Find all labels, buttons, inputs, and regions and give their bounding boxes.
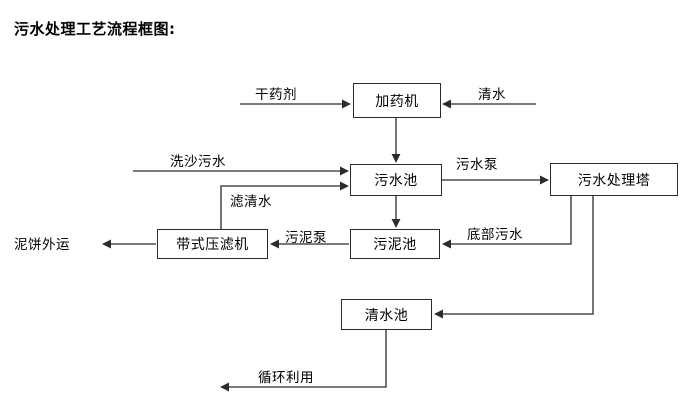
node-wastewater-pool-label: 污水池 (374, 173, 418, 189)
edge-label-clean-water: 清水 (478, 87, 506, 103)
node-sludge-pool[interactable]: 污泥池 (350, 229, 440, 259)
node-belt-filter-press-label: 带式压滤机 (176, 237, 249, 253)
node-treatment-tower[interactable]: 污水处理塔 (550, 163, 678, 196)
node-clear-water-pool-label: 清水池 (364, 307, 409, 324)
node-clear-water-pool[interactable]: 清水池 (341, 299, 432, 330)
terminal-mud-cake-transport: 泥饼外运 (14, 237, 70, 253)
node-sludge-pool-label: 污泥池 (373, 237, 417, 253)
edge-label-bottom-sewage: 底部污水 (467, 227, 523, 243)
edge-filtrate-to-wastewater-pool (220, 181, 349, 229)
node-dosing-machine[interactable]: 加药机 (353, 83, 441, 118)
page-title: 污水处理工艺流程框图: (14, 20, 176, 38)
edge-label-dry-chemical: 干药剂 (255, 87, 297, 103)
node-treatment-tower-label: 污水处理塔 (577, 172, 651, 189)
node-dosing-machine-label: 加药机 (375, 93, 419, 110)
edge-tower-to-clear-water-pool (434, 196, 594, 319)
node-wastewater-pool[interactable]: 污水池 (350, 164, 442, 196)
node-belt-filter-press[interactable]: 带式压滤机 (157, 229, 268, 259)
edge-bottom-sewage-to-sludge-pool (442, 196, 572, 249)
edge-label-sand-washing-wastewater: 洗沙污水 (170, 154, 226, 170)
edge-label-recycle-use: 循环利用 (258, 370, 314, 386)
edge-label-wastewater-pump: 污水泵 (456, 157, 498, 173)
edge-label-sludge-pump: 污泥泵 (285, 230, 327, 246)
edge-clear-water-recycle (220, 330, 387, 392)
edge-label-filtrate-water: 滤清水 (230, 194, 272, 210)
